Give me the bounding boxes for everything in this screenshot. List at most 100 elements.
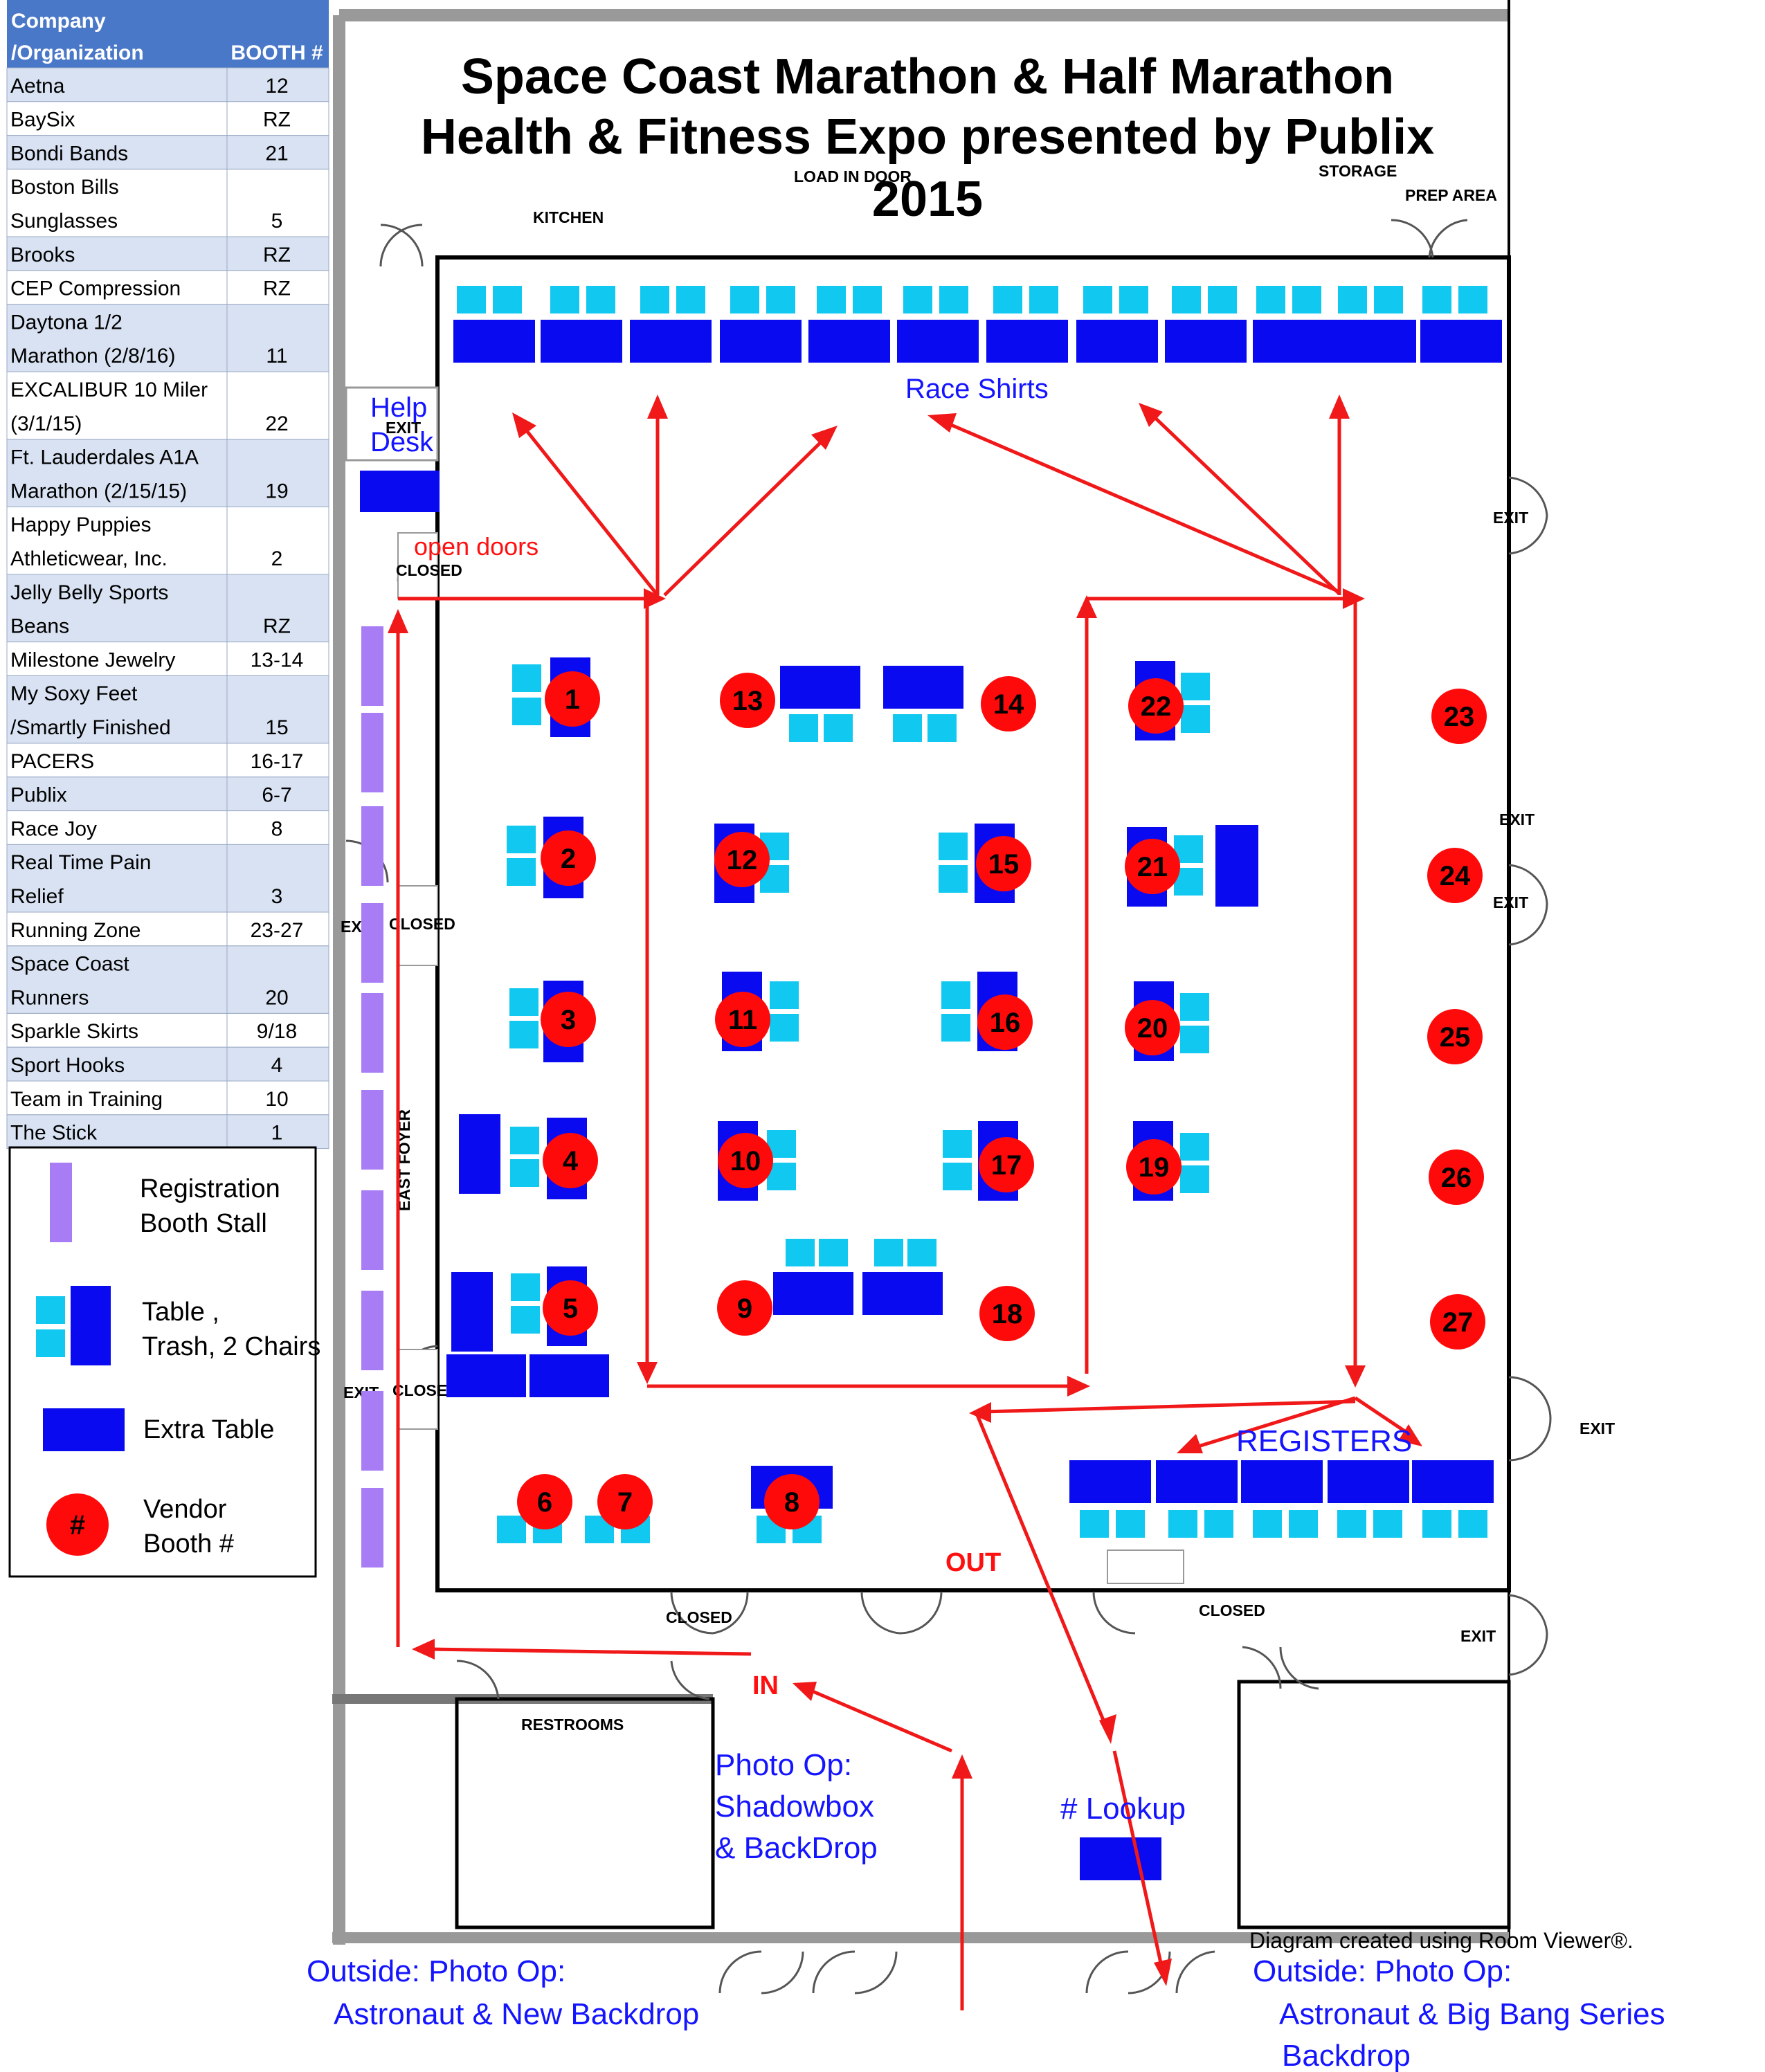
booth-23-number: 23 — [1444, 702, 1475, 732]
directory-booth-number: 6-7 — [262, 784, 291, 807]
legend-registration-swatch — [50, 1163, 72, 1242]
directory-header — [7, 0, 329, 68]
booth-10[interactable] — [718, 1133, 773, 1188]
exit-label-east-2: EXIT — [1499, 810, 1535, 828]
directory-booth-number: 20 — [265, 986, 288, 1009]
directory-row — [6, 743, 329, 778]
booth-21-number: 21 — [1137, 852, 1168, 882]
booth-5-number: 5 — [563, 1293, 578, 1324]
vendor-booths: 1 2 3 4 5 6 7 8 9 10 11 12 13 14 15 16 1… — [517, 671, 1487, 1529]
booth-26[interactable] — [1429, 1149, 1484, 1205]
booth-13-number: 13 — [732, 686, 763, 716]
booth-22-number: 22 — [1141, 691, 1172, 722]
booth-4-number: 4 — [563, 1146, 579, 1176]
directory-company-name: EXCALIBUR 10 Miler — [10, 379, 208, 401]
booth-9-number: 9 — [737, 1293, 752, 1324]
directory-booth-number: 19 — [265, 480, 288, 502]
booth-9[interactable] — [717, 1280, 772, 1336]
legend-table-swatch — [71, 1286, 111, 1365]
directory-row — [6, 135, 329, 170]
booth-19[interactable] — [1126, 1139, 1182, 1194]
directory-row — [6, 67, 329, 102]
directory-booth-number: 11 — [266, 345, 287, 367]
booth-24[interactable] — [1427, 848, 1483, 903]
directory-row — [6, 642, 329, 676]
booth-20[interactable] — [1125, 1000, 1180, 1055]
directory-booth-number: RZ — [263, 278, 291, 300]
booth-7-number: 7 — [617, 1487, 633, 1518]
booth-2[interactable] — [541, 830, 596, 886]
booth-27[interactable] — [1430, 1294, 1485, 1349]
booth-3[interactable] — [541, 992, 596, 1047]
directory-booth-number: 8 — [271, 817, 283, 840]
directory-company-name: Real Time Pain — [10, 851, 151, 874]
directory-row — [6, 168, 329, 237]
directory-company-name: CEP Compression — [10, 278, 181, 300]
booth-10-number: 10 — [730, 1146, 761, 1176]
legend-registration-2: Booth Stall — [140, 1209, 267, 1238]
booth-12[interactable] — [714, 832, 770, 887]
directory-company-name: Bondi Bands — [10, 142, 128, 165]
directory-company-name: Team in Training — [10, 1088, 163, 1111]
open-doors-label: open doors — [414, 532, 538, 561]
expo-title: Space Coast Marathon & Half Marathon Hea… — [421, 49, 1434, 227]
ex-label-west-2: EX — [341, 918, 362, 936]
booth-15[interactable] — [976, 836, 1031, 891]
booth-5[interactable] — [543, 1280, 598, 1336]
booth-18[interactable] — [979, 1286, 1035, 1341]
directory-company-name: Publix — [10, 784, 67, 807]
booth-17-number: 17 — [991, 1150, 1022, 1181]
directory-booth-number: 5 — [271, 210, 283, 233]
directory-row — [6, 574, 329, 643]
directory-company-name: Beans — [10, 615, 69, 638]
directory-row — [6, 506, 329, 575]
directory-header-company: Company — [11, 10, 106, 33]
directory-company-name: Relief — [10, 885, 64, 908]
directory-company-name: Sport Hooks — [10, 1054, 125, 1077]
out-label: OUT — [945, 1548, 1001, 1577]
directory-row — [6, 101, 329, 136]
directory-booth-number: 16-17 — [251, 750, 304, 773]
directory-company-name: Sparkle Skirts — [10, 1020, 138, 1043]
booth-16-number: 16 — [990, 1008, 1021, 1038]
directory-booth-number: 9/18 — [257, 1020, 297, 1043]
booth-16[interactable] — [977, 994, 1033, 1050]
directory-company-name: Ft. Lauderdales A1A — [10, 446, 199, 469]
booth-25[interactable] — [1427, 1009, 1483, 1064]
legend-registration-1: Registration — [140, 1174, 280, 1203]
title-line-1: Space Coast Marathon & Half Marathon — [461, 49, 1394, 104]
directory-company-name: Brooks — [10, 244, 75, 266]
outside-left-2: Astronaut & New Backdrop — [334, 1997, 699, 2031]
load-in-door-label: LOAD IN DOOR — [794, 167, 912, 185]
booth-7[interactable] — [597, 1474, 653, 1529]
directory-row — [6, 1114, 329, 1149]
booth-14[interactable] — [981, 676, 1036, 731]
booth-4[interactable] — [543, 1133, 598, 1188]
lookup-label: # Lookup — [1060, 1792, 1186, 1826]
booth-23[interactable] — [1431, 689, 1487, 744]
race-shirts-tables — [453, 286, 1502, 363]
directory-booth-number: RZ — [263, 615, 291, 638]
credit-text: Diagram created using Room Viewer®. — [1249, 1928, 1633, 1953]
directory-company-name: (3/1/15) — [10, 412, 82, 435]
booth-11[interactable] — [715, 992, 770, 1047]
outside-left-1: Outside: Photo Op: — [307, 1954, 565, 1988]
exit-label-west-top: EXIT — [386, 419, 421, 437]
booth-1[interactable] — [545, 671, 600, 727]
traffic-arrows — [388, 394, 1422, 2010]
directory-row — [6, 371, 329, 440]
directory-company-name: Marathon (2/15/15) — [10, 480, 187, 502]
booth-8[interactable] — [764, 1474, 820, 1529]
directory-company-name: Runners — [10, 986, 89, 1009]
booth-21[interactable] — [1125, 839, 1180, 894]
directory-booth-number: 13-14 — [251, 648, 304, 671]
booth-13[interactable] — [720, 673, 775, 728]
directory-booth-number: 1 — [271, 1122, 283, 1145]
help-desk-partition — [345, 386, 439, 462]
directory-company-name: /Smartly Finished — [10, 716, 171, 739]
booth-22[interactable] — [1128, 678, 1184, 734]
booth-17[interactable] — [979, 1137, 1034, 1192]
booth-6[interactable] — [517, 1474, 572, 1529]
